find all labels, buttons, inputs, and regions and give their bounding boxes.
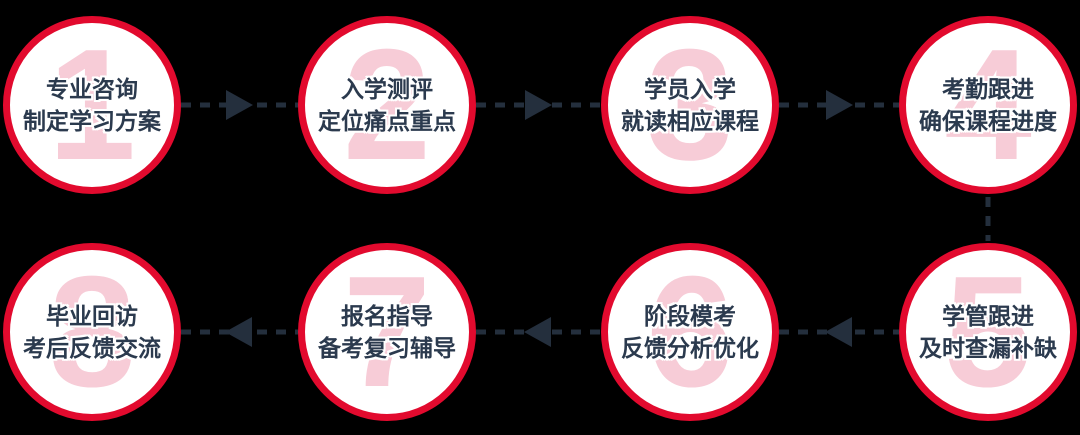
- step-circle-6: 6 阶段模考 反馈分析优化: [601, 243, 779, 421]
- step-label-line1: 考勤跟进: [942, 76, 1034, 102]
- step-label: 报名指导 备考复习辅导: [305, 250, 469, 414]
- step-number: 3: [646, 17, 734, 193]
- step-number: 1: [48, 17, 136, 193]
- step-number: 7: [343, 244, 431, 420]
- step-label-line2: 定位痛点重点: [318, 108, 456, 134]
- step-label-line2: 制定学习方案: [23, 108, 161, 134]
- step-label: 学员入学 就读相应课程: [608, 23, 772, 187]
- connector-step6-step7: [476, 316, 601, 348]
- step-label-line1: 专业咨询: [46, 76, 138, 102]
- step-circle-2: 2 入学测评 定位痛点重点: [298, 16, 476, 194]
- step-label-line2: 备考复习辅导: [318, 335, 456, 361]
- step-label: 专业咨询 制定学习方案: [10, 23, 174, 187]
- vertical-dashes-icon: [985, 197, 991, 241]
- arrow-right-icon: [181, 90, 298, 120]
- arrow-right-icon: [476, 90, 601, 120]
- arrow-left-icon: [779, 317, 899, 347]
- connector-step1-step2: [181, 89, 298, 121]
- step-label-line1: 毕业回访: [46, 303, 138, 329]
- step-label: 毕业回访 考后反馈交流: [10, 250, 174, 414]
- step-label: 考勤跟进 确保课程进度: [906, 23, 1070, 187]
- connector-step3-step4: [779, 89, 899, 121]
- step-label: 入学测评 定位痛点重点: [305, 23, 469, 187]
- step-circle-7: 7 报名指导 备考复习辅导: [298, 243, 476, 421]
- step-label-line1: 入学测评: [341, 76, 433, 102]
- step-circle-4: 4 考勤跟进 确保课程进度: [899, 16, 1077, 194]
- step-label-line2: 反馈分析优化: [621, 335, 759, 361]
- step-number: 5: [944, 244, 1032, 420]
- step-circle-5: 5 学管跟进 及时查漏补缺: [899, 243, 1077, 421]
- step-circle-8: 8 毕业回访 考后反馈交流: [3, 243, 181, 421]
- step-number: 6: [646, 244, 734, 420]
- step-label: 学管跟进 及时查漏补缺: [906, 250, 1070, 414]
- step-number: 4: [944, 17, 1032, 193]
- step-label-line1: 报名指导: [341, 303, 433, 329]
- connector-step4-step5: [985, 197, 991, 241]
- step-number: 2: [343, 17, 431, 193]
- step-label-line2: 就读相应课程: [621, 108, 759, 134]
- step-circle-3: 3 学员入学 就读相应课程: [601, 16, 779, 194]
- connector-step7-step8: [181, 316, 298, 348]
- connector-step2-step3: [476, 89, 601, 121]
- step-label-line2: 确保课程进度: [919, 108, 1057, 134]
- arrow-left-icon: [181, 317, 298, 347]
- step-label: 阶段模考 反馈分析优化: [608, 250, 772, 414]
- step-label-line1: 阶段模考: [644, 303, 736, 329]
- arrow-right-icon: [779, 90, 899, 120]
- arrow-left-icon: [476, 317, 601, 347]
- step-label-line1: 学管跟进: [942, 303, 1034, 329]
- step-label-line2: 及时查漏补缺: [919, 335, 1057, 361]
- connector-step5-step6: [779, 316, 899, 348]
- step-label-line1: 学员入学: [644, 76, 736, 102]
- step-label-line2: 考后反馈交流: [23, 335, 161, 361]
- step-circle-1: 1 专业咨询 制定学习方案: [3, 16, 181, 194]
- step-number: 8: [48, 244, 136, 420]
